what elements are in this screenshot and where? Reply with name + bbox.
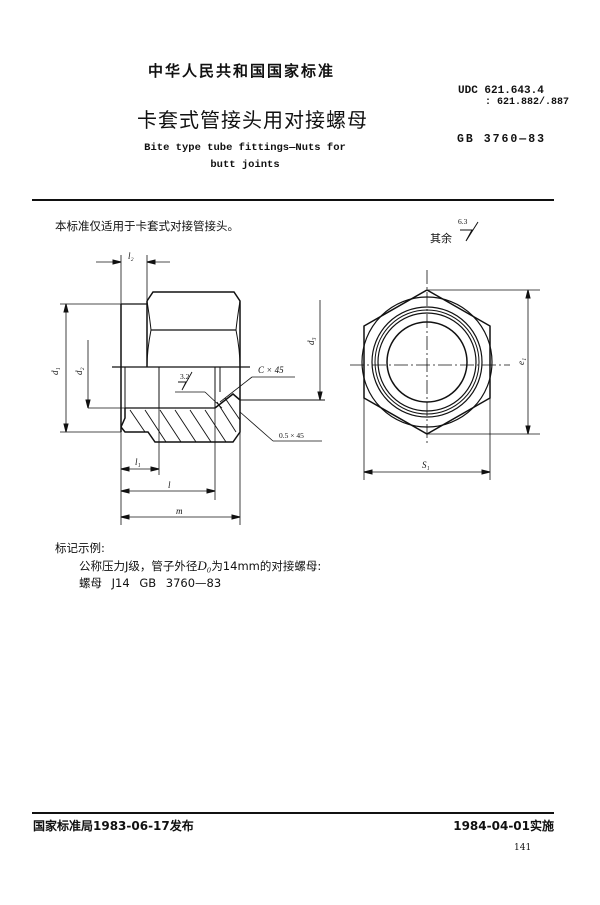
marking-example-title: 标记示例:: [55, 541, 105, 555]
technical-drawing: l₂ d₁ d₂ d₃ 3.2 C × 45 0.5 × 45 l₁ l m e…: [50, 251, 540, 525]
udc-code: UDC 621.643.4 : 621.882/.887: [458, 85, 569, 109]
roughness-rest-label: 其余: [430, 232, 452, 245]
marking-example-code: 螺母 J14 GB 3760—83: [79, 576, 222, 590]
header-divider: [32, 199, 554, 201]
chamfer-05-label: 0.5 × 45: [279, 431, 304, 440]
dim-label-d1: d₁: [50, 367, 60, 375]
standard-type-heading: 中华人民共和国国家标准: [148, 62, 336, 80]
dim-label-d3: d₃: [306, 337, 316, 345]
document-title-cn: 卡套式管接头用对接螺母: [137, 108, 368, 132]
title-en-line1: Bite type tube fittings—Nuts for: [144, 142, 346, 154]
udc-line1: UDC 621.643.4: [458, 85, 544, 97]
roughness-rest-value: 6.3: [458, 217, 468, 226]
dim-label-e1: e₁: [516, 358, 526, 365]
standard-number: GB 3760—83: [457, 133, 547, 146]
page-number: 141: [514, 843, 532, 853]
scope-statement: 本标准仅适用于卡套式对接管接头。: [55, 219, 239, 233]
roughness-bore-label: 3.2: [180, 372, 190, 381]
dim-label-l: l: [168, 480, 171, 490]
dim-label-s1: S₁: [422, 460, 430, 470]
dim-label-d2: d₂: [74, 367, 84, 375]
dim-label-l2: l₂: [128, 251, 134, 261]
marking-desc-suffix: 为14mm的对接螺母:: [211, 559, 322, 573]
roughness-rest-note: 其余: [430, 230, 452, 246]
marking-desc-symbol: D₀: [197, 558, 212, 573]
roughness-symbol-icon: 6.3: [458, 217, 479, 242]
marking-example-description: 公称压力J级，管子外径D₀为14mm的对接螺母:: [79, 558, 321, 574]
dim-label-l1: l₁: [135, 457, 141, 467]
effective-date: 1984-04-01实施: [453, 819, 554, 833]
udc-line2: : 621.882/.887: [485, 97, 570, 108]
dim-label-m: m: [176, 506, 183, 516]
chamfer-c-label: C × 45: [258, 365, 284, 375]
marking-desc-prefix: 公称压力J级，管子外径: [79, 559, 198, 573]
footer-divider: [32, 812, 554, 814]
document-title-en: Bite type tube fittings—Nuts for butt jo…: [140, 140, 350, 174]
issued-date: 国家标准局1983-06-17发布: [33, 819, 194, 833]
title-en-line2: butt joints: [210, 159, 280, 171]
